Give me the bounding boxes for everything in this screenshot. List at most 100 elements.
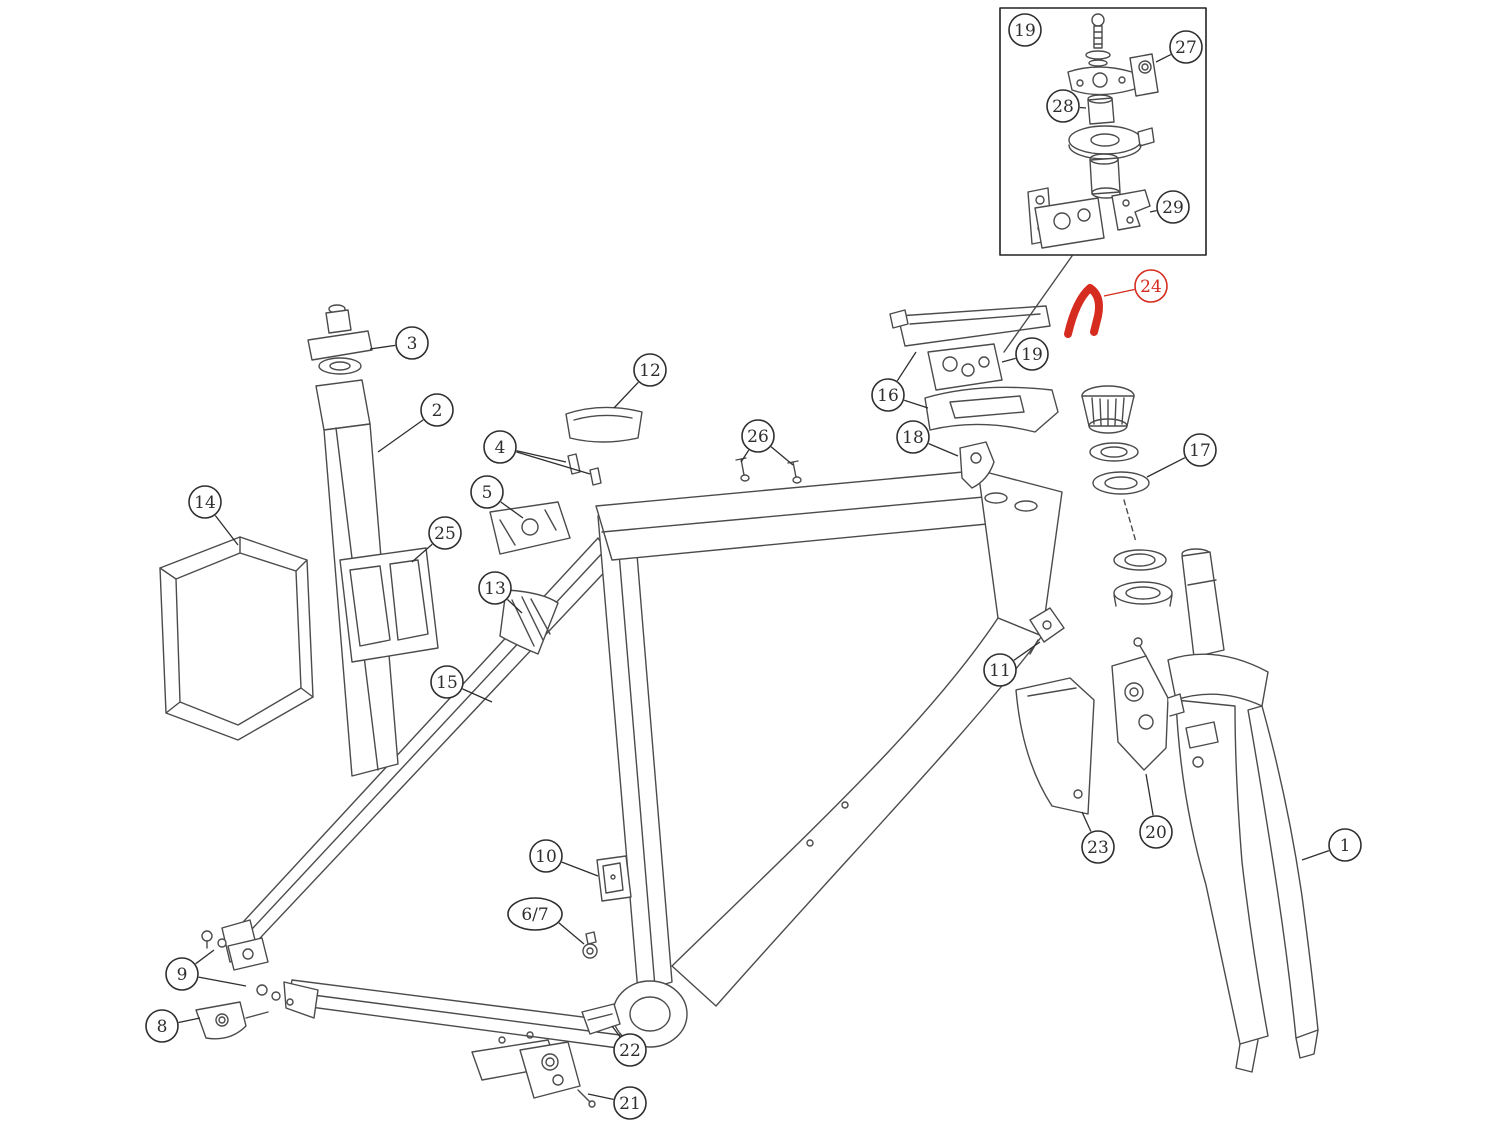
callout-number: 11 [989,661,1011,681]
callout-number: 2 [432,401,443,421]
callout-leader-line [770,446,794,466]
callout-leader-line [561,861,599,877]
callout-leader-line [1145,773,1154,816]
callout-number: 4 [495,438,506,458]
callout-29: 29 [1149,190,1190,224]
callout-number: 19 [1014,21,1036,41]
callout-circle [478,571,512,605]
callout-leader-line [1079,106,1087,109]
callout-leader-line [1001,357,1016,363]
callout-28: 28 [1046,89,1087,123]
callout-2: 2 [377,393,454,453]
callout-circle [428,516,462,550]
headset-stack-art [1081,385,1173,607]
callout-leader-line [1149,209,1157,213]
callout-circle [1156,190,1190,224]
callout-number: 17 [1189,441,1211,461]
junction-bracket-art [924,386,1059,433]
panel-23-art [1015,677,1095,815]
callout-number: 8 [157,1017,168,1037]
aero-cover-art [159,536,314,741]
callout-27: 27 [1155,30,1203,64]
callout-circle [896,420,930,454]
callout-number: 19 [1021,345,1043,365]
callout-15: 15 [430,665,493,703]
junction-box-art [927,343,1003,391]
bolt-6-7-art [582,931,598,959]
callout-circle [613,1086,647,1120]
fork-art [1167,548,1319,1073]
callout-26: 26 [740,419,794,466]
callout-number: 26 [747,427,769,447]
callout-circle [529,839,563,873]
callout-3: 3 [369,326,429,360]
callout-17: 17 [1146,433,1217,478]
callout-9: 9 [165,949,247,991]
callout-leader-line [516,451,591,475]
callout-5: 5 [470,475,524,519]
callout-number: 10 [535,847,557,867]
callout-16: 16 [871,351,929,412]
callout-18: 18 [896,420,959,457]
callout-14: 14 [188,485,239,546]
mount-20-art [1111,637,1185,771]
callout-circle [741,419,775,453]
callout-circle [188,485,222,519]
callout-leader-line [500,501,524,519]
callout-number: 22 [619,1041,641,1061]
callout-leader-line [1081,811,1092,832]
callout-circle [1169,30,1203,64]
callout-leader-line [558,922,585,945]
callout-number: 16 [877,386,899,406]
callout-circle [165,957,199,991]
callout-circle [1008,13,1042,47]
callout-6-7: 6/7 [507,897,585,945]
callout-leader-line [613,381,639,409]
callout-circle [470,475,504,509]
frame-art [595,469,1063,1048]
callout-number: 27 [1175,38,1197,58]
callout-leader-line [1155,54,1172,63]
callout-leader-line [896,351,917,382]
dropout-hardware-art [195,930,294,1040]
pins-4-art [567,453,602,486]
callout-circle [1015,337,1049,371]
callout-11: 11 [983,641,1041,687]
callout-circle [983,653,1017,687]
callout-number: 25 [434,524,456,544]
callout-leader-line [369,344,396,350]
callout-number: 24 [1140,277,1162,297]
callout-circle [483,430,517,464]
callout-leader-line [1146,457,1186,478]
callout-number: 12 [639,361,661,381]
callout-22: 22 [611,1025,647,1067]
callout-number: 1 [1340,836,1351,856]
callout-circle [633,353,667,387]
callout-19: 19 [1001,337,1049,371]
hook-18-art [959,441,995,489]
callout-circle [395,326,429,360]
callout-24: 24 [1103,269,1168,303]
callout-circle [1081,830,1115,864]
callout-leader-line [1301,849,1330,861]
callout-leader-line [1013,641,1041,661]
callout-number: 29 [1162,198,1184,218]
callout-circle [1328,828,1362,862]
callout-20: 20 [1139,773,1173,849]
callout-circle [430,665,464,699]
cover-12-art [565,406,643,443]
callout-number: 28 [1052,97,1074,117]
callout-4: 4 [483,430,591,475]
callout-21: 21 [587,1086,647,1120]
inset-reference-line [1003,255,1073,353]
callout-10: 10 [529,839,599,877]
callout-layer: 192728292419321216184261751425131511106/… [145,13,1362,1120]
callout-circle [1046,89,1080,123]
callout-number: 5 [482,483,493,503]
callout-leader-line [507,599,523,614]
callout-leader-line [1103,288,1135,297]
callout-circle [507,897,563,931]
callout-circle [420,393,454,427]
